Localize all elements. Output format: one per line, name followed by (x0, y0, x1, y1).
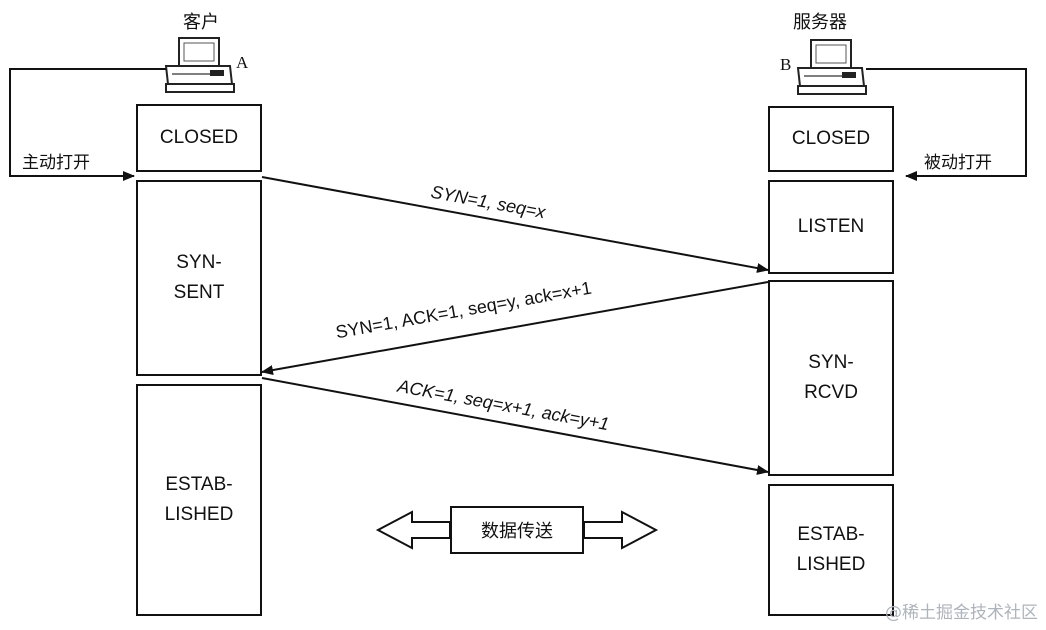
active-open-label: 主动打开 (22, 153, 90, 173)
passive-open-arrow (866, 68, 1027, 181)
watermark: @稀土掘金技术社区 (885, 603, 1038, 623)
client-title: 客户 (183, 12, 219, 33)
passive-open-label: 被动打开 (924, 153, 992, 173)
client-letter: A (236, 53, 249, 72)
server-title: 服务器 (793, 12, 847, 33)
server-state-listen: LISTEN (768, 180, 894, 274)
client-state-closed: CLOSED (136, 104, 262, 172)
ack-arrow (261, 377, 769, 475)
server-letter: B (780, 55, 792, 74)
client-state-syn-sent: SYN- SENT (136, 180, 262, 376)
data-transfer-right-arrow (583, 510, 659, 550)
data-transfer-box: 数据传送 (450, 506, 584, 554)
server-computer-icon (796, 39, 867, 95)
client-computer-icon (164, 37, 235, 93)
server-state-closed: CLOSED (768, 106, 894, 172)
syn-arrow (261, 176, 769, 273)
syn-ack-arrow (261, 281, 769, 375)
data-transfer-left-arrow (375, 510, 451, 550)
active-open-arrow (9, 68, 166, 181)
server-state-established: ESTAB- LISHED (768, 484, 894, 616)
data-transfer-label: 数据传送 (481, 521, 553, 542)
server-state-syn-rcvd: SYN- RCVD (768, 280, 894, 476)
client-state-established: ESTAB- LISHED (136, 384, 262, 616)
